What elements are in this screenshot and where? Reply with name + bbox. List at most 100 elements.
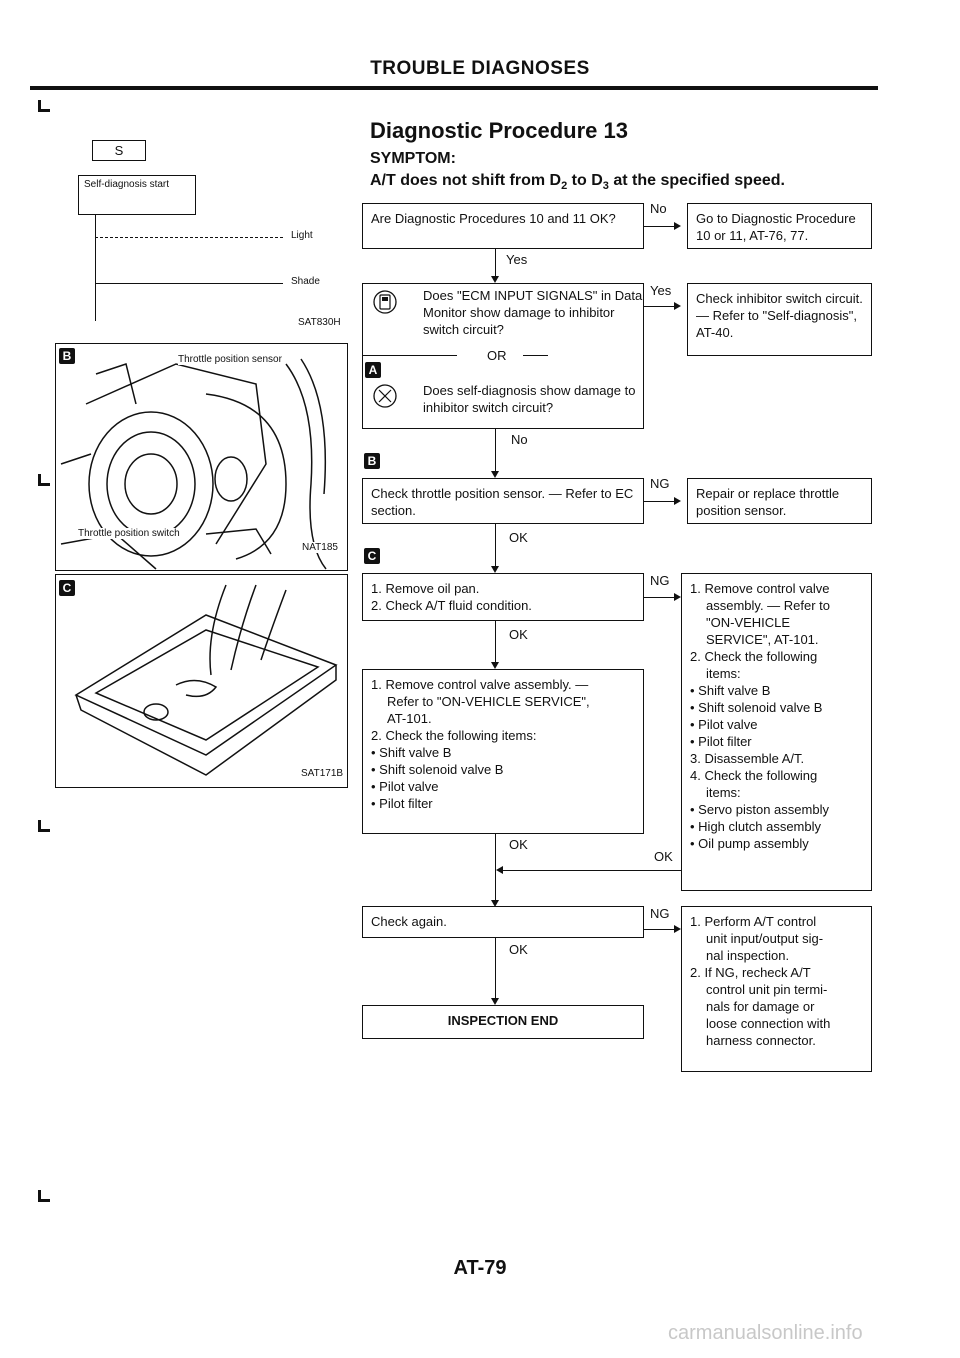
- list-item: Pilot valve: [690, 716, 863, 733]
- step-line: 2. If NG, recheck A/T: [690, 965, 811, 980]
- step-line: SERVICE", AT-101.: [706, 632, 819, 647]
- connector: [495, 429, 496, 473]
- throttle-sensor-label: Throttle position sensor: [178, 354, 282, 365]
- step-line: Refer to "ON-VEHICLE SERVICE",: [387, 694, 590, 709]
- list-item: Servo piston assembly: [690, 801, 863, 818]
- arrow-right: [674, 925, 681, 933]
- figure-c: C SAT171B: [55, 574, 348, 788]
- branch-ok: OK: [509, 627, 528, 642]
- step-remove-control-valve: 1. Remove control valve assembly. — Refe…: [362, 669, 644, 834]
- step-line: 2. Check A/T fluid condition.: [371, 598, 532, 613]
- connector: [644, 226, 674, 227]
- item-list: Shift valve B Shift solenoid valve B Pil…: [371, 744, 635, 812]
- arrow-right: [674, 593, 681, 601]
- inspection-end: INSPECTION END: [362, 1005, 644, 1039]
- connector: [644, 929, 674, 930]
- step-line: items:: [706, 785, 741, 800]
- branch-ok: OK: [509, 942, 528, 957]
- symptom-label: SYMPTOM:: [370, 150, 456, 167]
- branch-ng: NG: [650, 476, 670, 491]
- arrow-down: [491, 662, 499, 669]
- oil-pan-illustration: [74, 584, 338, 776]
- step-line: 2. Check the following items:: [371, 728, 537, 743]
- figure-tag-b: B: [59, 348, 75, 364]
- connector: [644, 597, 674, 598]
- branch-ok: OK: [509, 530, 528, 545]
- binding-mark: [38, 1190, 50, 1202]
- step-line: 3. Disassemble A/T.: [690, 751, 805, 766]
- binding-mark: [38, 100, 50, 112]
- binding-mark: [38, 474, 50, 486]
- figure-b: B Throttle position sensor Throttle posi…: [55, 343, 348, 571]
- step-check-again: Check again.: [362, 906, 644, 938]
- question-self-diagnosis: Does self-diagnosis show damage to inhib…: [423, 383, 636, 415]
- symptom-text: A/T does not shift from D2 to D3 at the …: [370, 172, 785, 193]
- list-item: Shift valve B: [371, 744, 635, 761]
- self-diagnosis-key: S: [92, 140, 146, 161]
- branch-ng: NG: [650, 573, 670, 588]
- shade-label: Shade: [291, 276, 320, 287]
- question-procedures-10-11: Are Diagnostic Procedures 10 and 11 OK?: [362, 203, 644, 249]
- arrow-left: [496, 866, 503, 874]
- reference-tag-a: A: [365, 362, 381, 378]
- step-line: control unit pin termi-: [706, 982, 828, 997]
- list-item: Pilot valve: [371, 778, 635, 795]
- connector: [495, 621, 496, 664]
- step-line: harness connector.: [706, 1033, 816, 1048]
- step-line: 1. Remove control valve: [690, 581, 830, 596]
- connector: [502, 870, 681, 871]
- connector: [495, 249, 496, 278]
- step-line: 1. Remove control valve assembly. —: [371, 677, 589, 692]
- list-item: Shift valve B: [690, 682, 863, 699]
- action-check-inhibitor-switch: Check inhibitor switch circuit. — Refer …: [687, 283, 872, 356]
- light-line: [95, 237, 283, 238]
- signal-line: [95, 215, 96, 321]
- title-rule: [30, 86, 878, 90]
- step-line: assembly. — Refer to: [706, 598, 831, 613]
- branch-ok: OK: [509, 837, 528, 852]
- arrow-right: [674, 222, 681, 230]
- step-line: 1. Remove oil pan.: [371, 581, 480, 596]
- self-diagnosis-icon: [373, 384, 397, 408]
- step-line: 2. Check the following: [690, 649, 818, 664]
- page-title: TROUBLE DIAGNOSES: [370, 58, 590, 79]
- action-ng-oil-pan: 1. Remove control valve assembly. — Refe…: [681, 573, 872, 891]
- arrow-right: [674, 302, 681, 310]
- branch-ng: NG: [650, 906, 670, 921]
- shade-line: [95, 283, 283, 284]
- arrow-down: [491, 998, 499, 1005]
- item-list: Servo piston assembly High clutch assemb…: [690, 801, 863, 852]
- step-line: nals for damage or: [706, 999, 815, 1014]
- action-go-to-procedure: Go to Diagnostic Procedure 10 or 11, AT-…: [687, 203, 872, 249]
- or-label: OR: [487, 348, 507, 363]
- branch-ok: OK: [654, 849, 673, 864]
- figure-a: S Self-diagnosis start Light Shade SAT83…: [55, 120, 348, 338]
- branch-yes: Yes: [650, 283, 672, 298]
- action-ng-check-again: 1. Perform A/T control unit input/output…: [681, 906, 872, 1072]
- branch-yes: Yes: [506, 252, 528, 267]
- list-item: Pilot filter: [690, 733, 863, 750]
- list-item: High clutch assembly: [690, 818, 863, 835]
- step-line: AT-101.: [387, 711, 432, 726]
- step-line: unit input/output sig-: [706, 931, 824, 946]
- binding-mark: [38, 820, 50, 832]
- arrow-down: [491, 276, 499, 283]
- watermark: carmanualsonline.info: [668, 1322, 863, 1344]
- step-line: nal inspection.: [706, 948, 790, 963]
- step-line: items:: [706, 666, 741, 681]
- step-line: loose connection with: [706, 1016, 831, 1031]
- self-diagnosis-start-box: Self-diagnosis start: [78, 175, 196, 215]
- or-rule: [363, 355, 457, 356]
- action-repair-throttle-sensor: Repair or replace throttle position sens…: [687, 478, 872, 524]
- arrow-down: [491, 471, 499, 478]
- step-line: 4. Check the following: [690, 768, 818, 783]
- procedure-title: Diagnostic Procedure 13: [370, 118, 628, 143]
- question-inhibitor-switch: Does "ECM INPUT SIGNALS" in Data Monitor…: [362, 283, 644, 429]
- connector: [644, 501, 674, 502]
- connector: [495, 938, 496, 1000]
- figure-code: SAT830H: [298, 317, 341, 328]
- list-item: Shift solenoid valve B: [371, 761, 635, 778]
- connector: [495, 524, 496, 568]
- question-throttle-sensor: Check throttle position sensor. — Refer …: [362, 478, 644, 524]
- reference-tag-b: B: [364, 453, 380, 469]
